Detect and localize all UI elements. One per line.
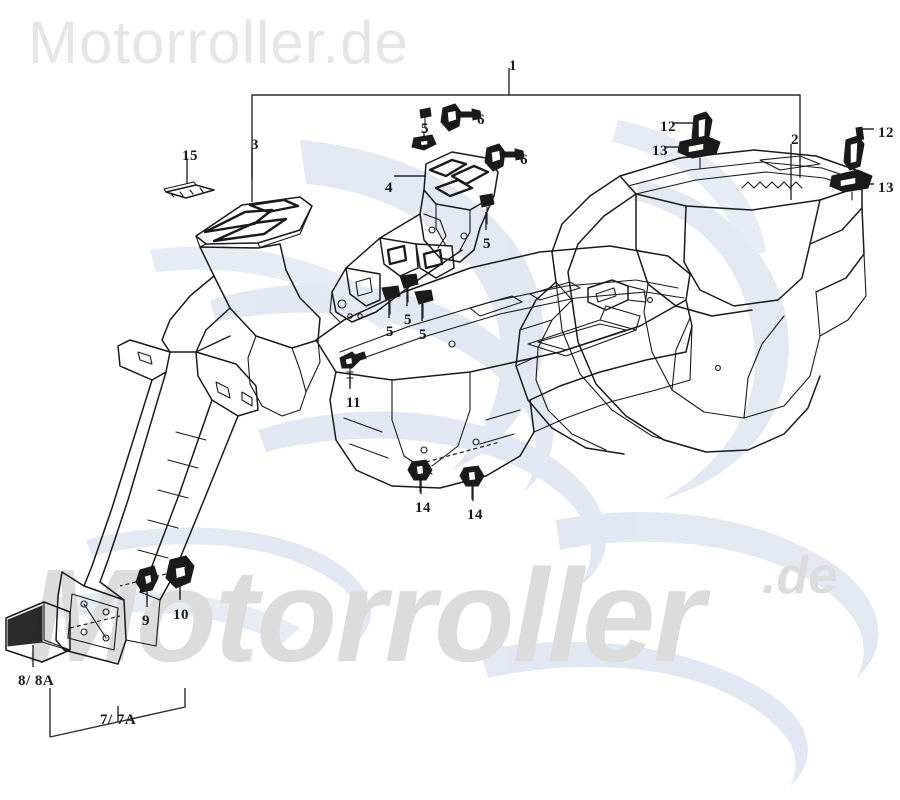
part-9-washer: [119, 565, 159, 603]
fastener-12-13-left: [677, 111, 721, 169]
part-4-support-arm: [329, 213, 463, 323]
part-10-nut: [157, 555, 195, 599]
callout-label-15: 15: [182, 148, 198, 164]
callout-label-5: 5: [483, 236, 491, 252]
callout-label-5: 5: [421, 121, 429, 137]
callout-label-11: 11: [346, 395, 362, 411]
callout-label-7-7A: 7/ 7A: [100, 712, 137, 728]
callout-label-2: 2: [791, 132, 799, 148]
watermark-bottom: Motorroller: [28, 542, 705, 689]
part-1-center-tray: [315, 245, 693, 489]
callout-label-1: 1: [509, 58, 517, 74]
part-15-cover-plate: [163, 181, 215, 199]
callout-label-5: 5: [404, 312, 412, 328]
part-11-clip-screw: [339, 351, 367, 387]
callout-label-13: 13: [878, 180, 894, 196]
fastener-6-bolts: [440, 103, 525, 172]
callout-label-8-8A: 8/ 8A: [18, 673, 55, 689]
callout-label-9: 9: [142, 613, 150, 629]
fastener-12-13-right: [829, 126, 873, 201]
callout-label-13: 13: [652, 143, 668, 159]
part-2-right-body-panel: [515, 149, 867, 455]
fastener-5-screws: [381, 107, 495, 319]
watermark-bottom-suffix: .de: [762, 547, 838, 605]
part-3-fender-body: [55, 243, 321, 665]
callout-leader-lines: [32, 68, 874, 738]
callout-label-14: 14: [467, 507, 483, 523]
watermark-top: Motorroller.de: [28, 9, 409, 76]
callout-label-14: 14: [415, 500, 431, 516]
callout-label-6: 6: [477, 112, 485, 128]
callout-label-5: 5: [386, 324, 394, 340]
fastener-14-cage-nuts: [407, 441, 501, 500]
callout-label-10: 10: [173, 607, 189, 623]
part-8-reflector: [5, 601, 121, 663]
callout-label-6: 6: [520, 152, 528, 168]
callout-label-3: 3: [251, 137, 259, 153]
callout-label-4: 4: [385, 180, 393, 196]
part-4-center-bracket: [419, 151, 499, 263]
callout-label-12: 12: [878, 125, 894, 141]
part-3-rear-fender-upper: [195, 196, 313, 249]
callout-label-5: 5: [419, 327, 427, 343]
callout-label-12: 12: [660, 119, 676, 135]
